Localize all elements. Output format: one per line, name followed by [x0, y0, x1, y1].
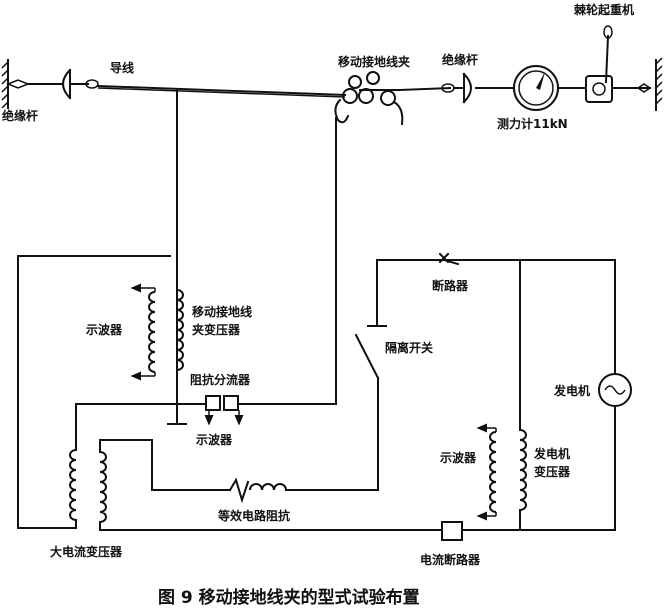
left-insulator: [27, 68, 99, 100]
label-oscillograph-2: 示波器: [195, 432, 233, 447]
label-conductor: 导线: [110, 60, 134, 75]
grounding-clamp: [334, 71, 404, 126]
generator-transformer: [476, 259, 527, 531]
high-current-transformer: [69, 439, 231, 531]
clamp-transformer: [130, 259, 184, 381]
label-oscillograph-3: 示波器: [439, 450, 477, 465]
generator-icon: [461, 259, 632, 531]
label-breaker: 断路器: [432, 278, 469, 293]
label-current-breaker: 电流断路器: [420, 552, 481, 567]
label-high-current-transformer: 大电流变压器: [50, 544, 123, 559]
dynamometer-icon: [513, 65, 585, 111]
label-clamp-transformer-2: 夹变压器: [192, 322, 241, 337]
label-gen-transformer-2: 变压器: [534, 464, 571, 479]
isolating-switch: [354, 259, 521, 491]
label-isolating-switch: 隔离开关: [385, 340, 433, 355]
label-impedance-shunt: 阻抗分流器: [190, 372, 251, 387]
label-hand-winch: 棘轮起重机: [574, 2, 634, 17]
right-anchor-wall: [636, 57, 663, 111]
label-oscillograph-1: 示波器: [85, 322, 123, 337]
label-clamp: 移动接地线夹: [338, 54, 410, 69]
equivalent-impedance: [228, 477, 379, 504]
hand-winch-icon: [585, 25, 651, 103]
label-insulator-right: 绝缘杆: [442, 52, 478, 67]
current-breaker: [99, 521, 463, 541]
label-insulator-left: 绝缘杆: [2, 108, 38, 123]
label-gen-transformer-1: 发电机: [533, 446, 570, 461]
label-equivalent-impedance: 等效电路阻抗: [217, 508, 290, 523]
label-clamp-transformer-1: 移动接地线: [192, 304, 252, 319]
impedance-shunt: [167, 395, 337, 426]
label-dynamometer: 测力计11kN: [497, 116, 568, 131]
conductor-line: [96, 84, 347, 97]
right-insulator: [441, 72, 513, 104]
label-generator: 发电机: [553, 383, 590, 398]
left-anchor-wall: [1, 59, 31, 109]
breaker: [438, 252, 460, 266]
figure-caption: 图 9 移动接地线夹的型式试验布置: [158, 587, 420, 608]
